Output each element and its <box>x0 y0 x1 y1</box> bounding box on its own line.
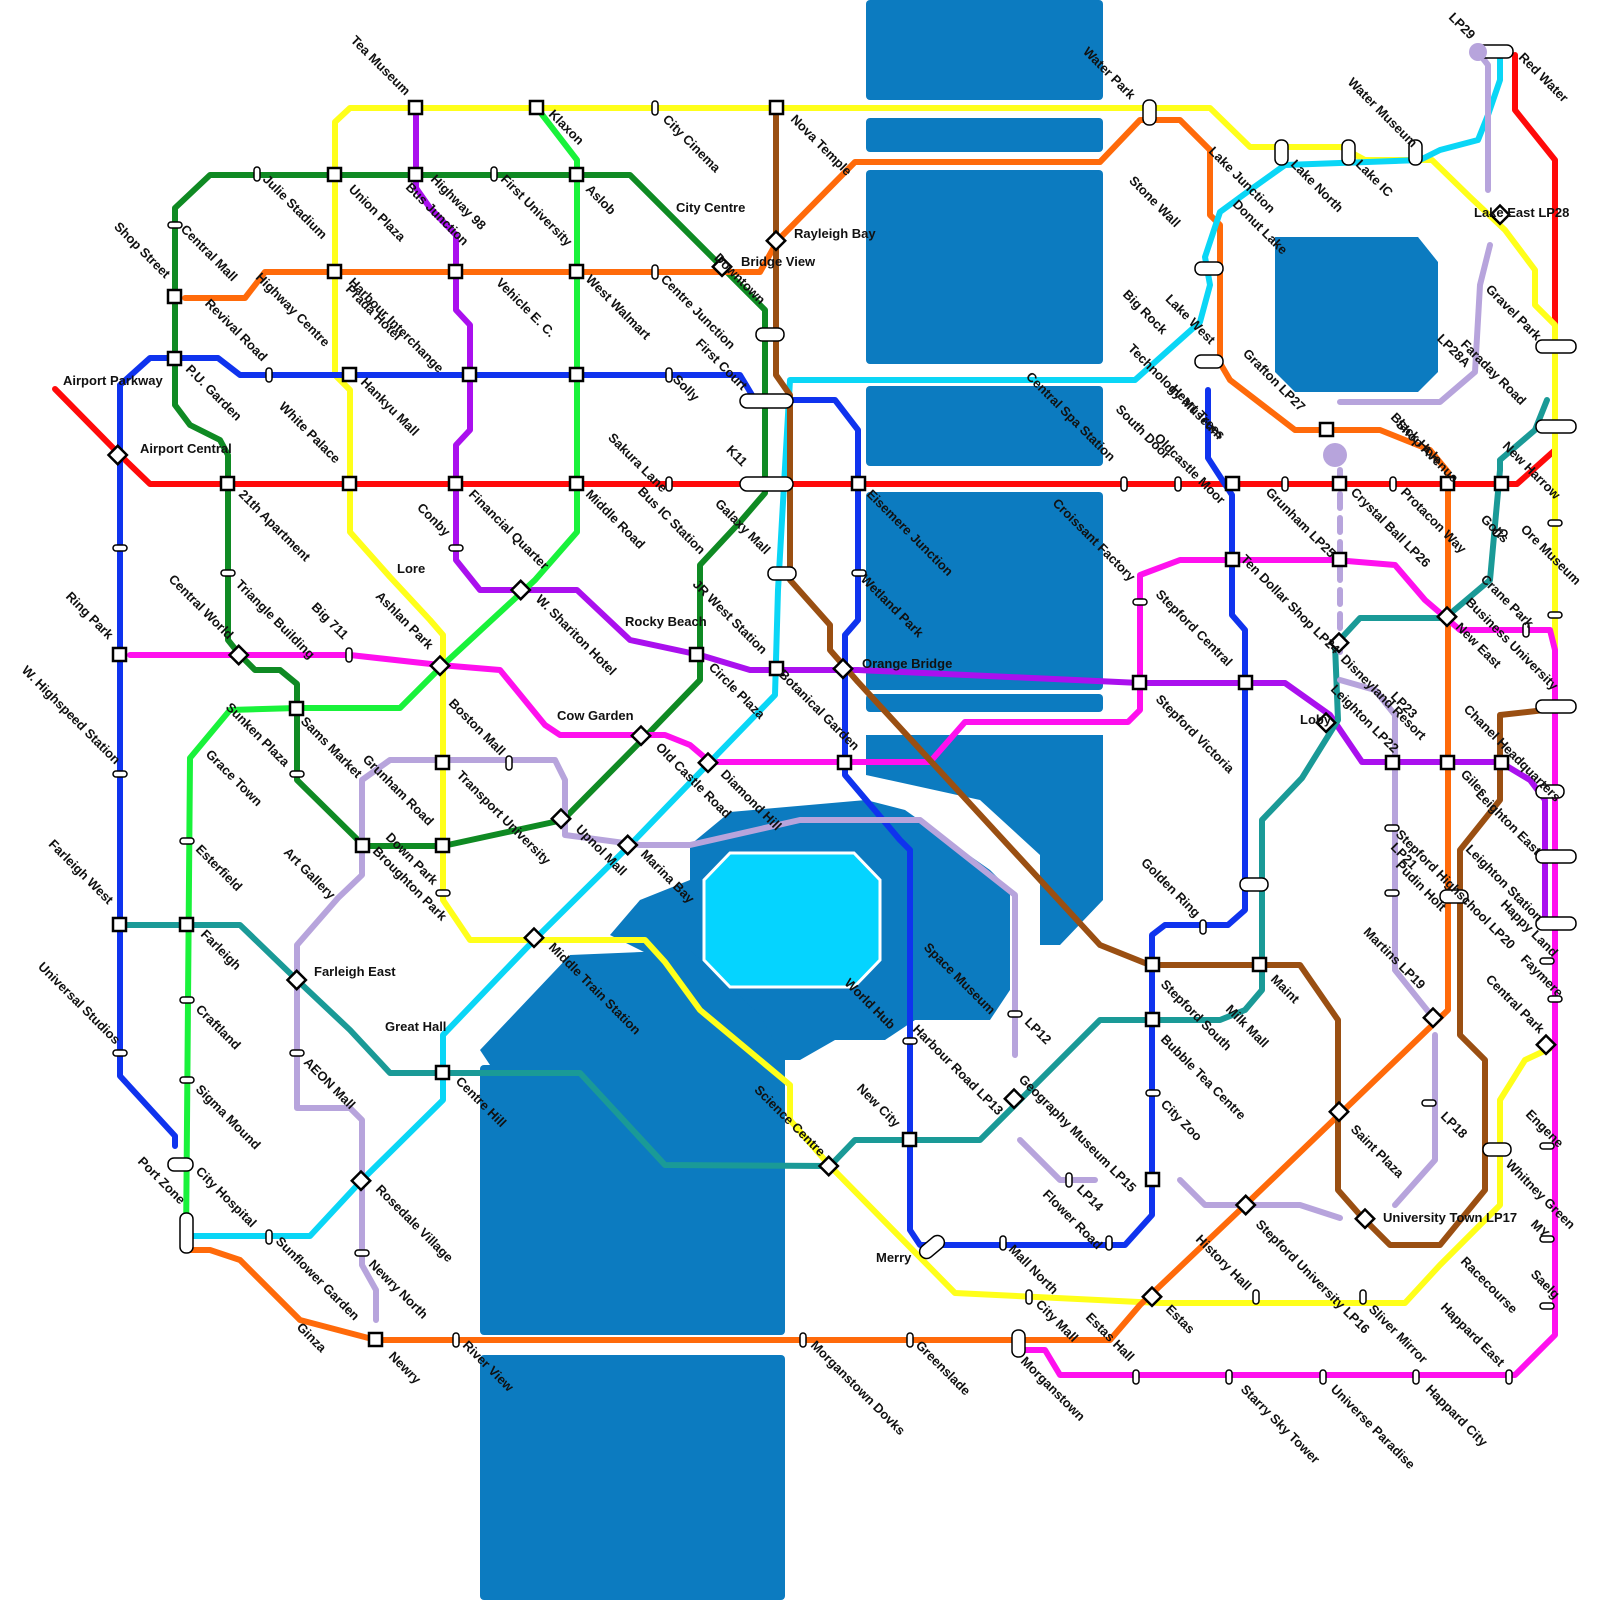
station-label: AEON Mall <box>301 1055 359 1113</box>
station-label: First University <box>498 172 576 250</box>
station-label: Stepford Central <box>1153 587 1236 670</box>
station-label: Union Plaza <box>346 182 409 245</box>
station-label: Happard East <box>1438 1300 1508 1370</box>
station-label: Transport University <box>454 768 555 869</box>
station-label: Farleigh <box>198 927 244 973</box>
station-label: City Cinema <box>660 112 724 176</box>
station-label: Sams Market <box>298 714 366 782</box>
station-label: Orange Bridge <box>862 656 952 671</box>
station-label: City Zoo <box>1158 1097 1205 1144</box>
station-label: Triangle Building <box>233 577 318 662</box>
station-label: Rayleigh Bay <box>794 226 876 241</box>
station-label: Farleigh West <box>46 836 117 907</box>
station-label: Happard City <box>1423 1382 1491 1450</box>
station-label: Bridge View <box>741 254 816 269</box>
station-label: Shop Avenue <box>1393 417 1462 486</box>
station-label: White Palace <box>276 399 343 466</box>
station-label: LP29 <box>1446 10 1479 43</box>
station-label: Julie Stadium <box>260 172 330 242</box>
station-label: Greenslade <box>913 1338 974 1399</box>
station-label: Loby <box>1300 712 1332 727</box>
station-label: Starry Sky Tower <box>1238 1382 1323 1467</box>
station-label: Harbour Road LP13 <box>910 1022 1006 1118</box>
station-label: LP18 <box>1438 1109 1471 1142</box>
line-lavender-east-b <box>1180 1180 1340 1218</box>
station-label: Universal Studios <box>35 959 123 1047</box>
station-label: Big Rock <box>1120 287 1171 338</box>
station-label: Sliver Mirror <box>1366 1302 1431 1367</box>
station-label: University Town LP17 <box>1383 1210 1517 1225</box>
station-label: Universe Paradise <box>1328 1382 1418 1472</box>
station-label: Geography Museum LP15 <box>1016 1072 1140 1196</box>
station-label: Craftland <box>193 1002 244 1053</box>
station-label: City Hospital <box>193 1164 260 1231</box>
station-label: LP14 <box>1074 1182 1107 1215</box>
station-label: Maint <box>1268 972 1303 1007</box>
station-label: W. Highspeed Station <box>19 663 124 768</box>
station-label: Conby <box>414 500 454 540</box>
station-label: Lore <box>397 561 425 576</box>
station-label: New City <box>854 1081 904 1131</box>
station-label: Estas <box>1163 1302 1198 1337</box>
station-label: Art Gallery <box>281 845 339 903</box>
station-label: Golden Ring <box>1138 855 1203 920</box>
station-label: 21th Apartment <box>236 487 314 565</box>
station-label: Financial Quarter <box>466 487 552 573</box>
line-lavender-east-c <box>1395 1035 1435 1205</box>
station-label: Morganstown Dovks <box>808 1338 908 1438</box>
station-label: Racecourse <box>1458 1254 1521 1317</box>
station-label: Water Museum <box>1345 74 1421 150</box>
station-label: Boston Mall <box>446 696 509 759</box>
station-label: Nova Temple <box>788 112 855 179</box>
station-label: Grace Town <box>203 747 266 810</box>
station-label: Botanical Garden <box>776 667 863 754</box>
station-label: Central Mall <box>178 222 241 285</box>
station-label: Stepford Victoria <box>1153 692 1238 777</box>
station-label: LP12 <box>1022 1015 1055 1048</box>
station-label: Stepford Highschool LP20 <box>1393 827 1519 953</box>
station-label: Airport Parkway <box>63 373 163 388</box>
station-label: Grunham LP25 <box>1263 485 1339 561</box>
station-label: History Hall <box>1193 1232 1255 1294</box>
station-label: Sigma Mound <box>193 1082 264 1153</box>
station-label: Galaxy Mall <box>712 496 773 557</box>
station-label: Rocky Beach <box>625 614 707 629</box>
station-label: Ore Museum <box>1518 522 1584 588</box>
station-label: Lake West <box>1163 291 1219 347</box>
station-label: Revival Road <box>202 296 270 364</box>
station-label: Grunham Road <box>360 752 437 829</box>
station-label: West Walmart <box>583 272 654 343</box>
station-label: Esterfield <box>193 842 246 895</box>
station-label: Red Water <box>1516 50 1572 106</box>
station-label: Bus IC Station <box>635 484 708 557</box>
station-label: Faraday Road <box>1458 337 1529 408</box>
station-label: City Centre <box>676 200 745 215</box>
station-label: Great Hall <box>385 1019 446 1034</box>
station-label: Shop Street <box>111 219 174 282</box>
station-label: Ten Dollar Shop LP24 <box>1238 552 1343 657</box>
station-label: Mall North <box>1006 1242 1062 1298</box>
station-label: Airport Central <box>140 441 232 456</box>
station-label: Aslob <box>583 182 619 218</box>
station-label: Merry <box>876 1250 912 1265</box>
station-label: Vehicle E. C. <box>493 275 558 340</box>
station-label: Highway Centre <box>253 270 333 350</box>
station-label: Hankyu Mall <box>358 375 422 439</box>
station-label: K11 <box>724 442 751 469</box>
station-label: Stone Wall <box>1126 173 1183 230</box>
station-label: Stepford University LP16 <box>1253 1217 1373 1337</box>
line-teal <box>120 400 1547 1166</box>
water-bodies <box>480 0 1438 1600</box>
station-label: Lake East LP28 <box>1474 205 1569 220</box>
station-label: Rosedale Village <box>373 1182 457 1266</box>
station-label: Saint Plaza <box>1348 1122 1408 1182</box>
station-label: Big 711 <box>309 599 352 642</box>
station-label: W. Shariton Hotel <box>533 592 620 679</box>
station-label: Newry <box>386 1349 425 1388</box>
station-label: Cow Garden <box>557 708 634 723</box>
station-label: Farleigh East <box>314 964 396 979</box>
station-label: Tea Museum <box>348 33 414 99</box>
station-label: Ring Park <box>63 589 117 643</box>
